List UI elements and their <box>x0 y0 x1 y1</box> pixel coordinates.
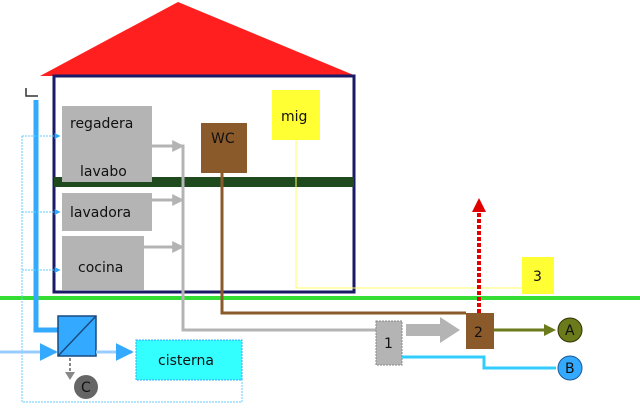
wc-label: WC <box>211 131 235 147</box>
node-c <box>74 375 98 399</box>
cocina-box <box>62 236 144 290</box>
node-b <box>557 355 583 381</box>
filter-diagonal <box>57 315 97 357</box>
floor-band <box>54 177 354 187</box>
main-water-pipe <box>33 100 58 333</box>
node-b-label: B <box>565 361 575 377</box>
ground-line <box>0 296 640 300</box>
supply-pipe <box>25 88 38 97</box>
node-2-label: 2 <box>474 325 483 341</box>
node-1-box <box>375 320 403 366</box>
node-c-label: C <box>81 380 91 396</box>
node-1-label: 1 <box>384 336 393 352</box>
mig-box <box>272 90 320 140</box>
node1-to-b-pipe <box>402 355 556 370</box>
node-2-box <box>466 313 494 349</box>
filter-to-c-arrowhead <box>65 372 75 380</box>
node-a <box>557 317 583 343</box>
mig-label: mig <box>281 109 307 125</box>
node2-to-a-arrowhead <box>544 324 556 336</box>
blackwater-pipe <box>220 173 466 315</box>
node-a-label: A <box>565 323 575 339</box>
regadera-lavabo-box <box>62 106 152 182</box>
lavabo-label: lavabo <box>80 164 127 180</box>
mig-line <box>295 140 522 289</box>
feeder-line <box>21 136 243 403</box>
node-3-box <box>522 257 554 294</box>
roof <box>40 2 356 76</box>
regadera-label: regadera <box>70 116 133 132</box>
cisterna-box <box>135 339 243 381</box>
lavadora-box <box>62 193 152 231</box>
cocina-label: cocina <box>78 260 123 276</box>
node1-to-node2-arrow <box>406 317 460 343</box>
vent-arrowhead <box>472 198 486 212</box>
cisterna-label: cisterna <box>158 353 214 369</box>
node-3-label: 3 <box>533 269 542 285</box>
wc-box <box>201 123 247 173</box>
lavadora-label: lavadora <box>70 205 131 221</box>
